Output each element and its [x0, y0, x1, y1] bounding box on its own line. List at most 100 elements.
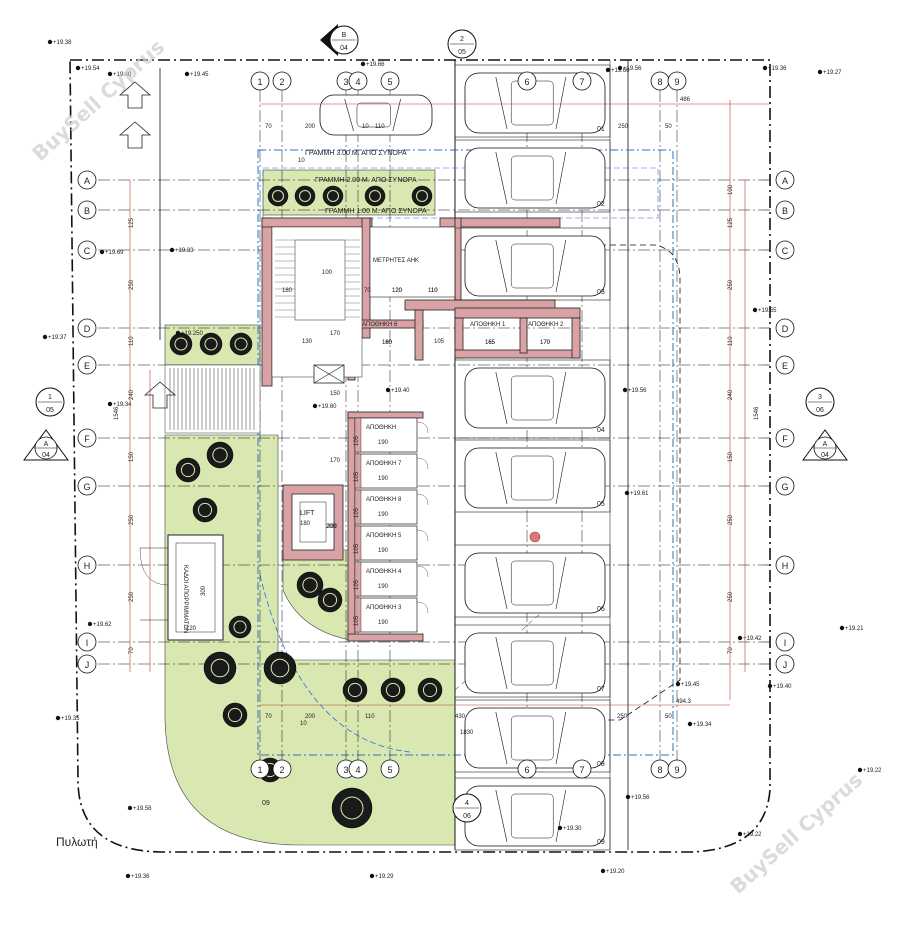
level-value: +19.61: [630, 491, 649, 497]
parking-number: 05: [597, 501, 605, 508]
car-windshield: [495, 76, 508, 130]
parking-bay: [454, 64, 611, 138]
grid-number-7: 7: [579, 765, 584, 775]
building-core: [261, 217, 581, 642]
left-dim: 150: [129, 451, 135, 462]
entry-ramp: [164, 364, 261, 434]
car-windshield: [495, 711, 508, 765]
parking-number: 01: [597, 126, 605, 133]
drain-marker: [529, 531, 541, 543]
door-swing: [416, 601, 429, 614]
grid-bubble-1: [250, 71, 270, 91]
tree-canopy-ring: [385, 682, 401, 698]
section-top: 4: [465, 800, 469, 807]
car-body: [464, 707, 606, 769]
lift-depth: 200: [327, 524, 338, 530]
inner-dim: 200: [326, 524, 337, 530]
bins-label: ΚΑΔΟΙ ΑΠΟΡΡΙΜΜΑΤΩΝ: [182, 565, 188, 633]
storage-wall: [354, 489, 362, 525]
section-top: B: [342, 32, 347, 39]
car-body: [464, 447, 606, 509]
car-body: [319, 94, 433, 136]
grid-letter-H: H: [782, 561, 789, 571]
level-value: +19.36: [131, 874, 150, 880]
plan-title: Πυλωτή: [56, 835, 98, 849]
storage-depth: 105: [354, 543, 360, 554]
grid-number-4: 4: [355, 77, 360, 87]
level-value: +19.35: [61, 716, 80, 722]
grid-bubble-2: [272, 71, 292, 91]
section-bottom: 06: [463, 813, 471, 820]
parking-number: 03: [597, 289, 605, 296]
tree-canopy-ring: [233, 620, 247, 634]
ramp-area: [164, 364, 261, 434]
storage-2-label: ΑΠΟΘΗΚΗ 2: [528, 322, 564, 328]
grid-letter-I: I: [784, 638, 787, 648]
grid-bubble-J: [775, 654, 795, 674]
level-dot: [605, 67, 611, 73]
storage-width: 190: [378, 584, 389, 590]
tree-canopy-ring: [327, 190, 339, 202]
direction-arrows: [118, 81, 177, 409]
grid-bubble-E: [775, 355, 795, 375]
grid-bubble-4: [348, 759, 368, 779]
bottom-dim: 1830: [460, 730, 474, 736]
grid-letter-C: C: [84, 246, 91, 256]
right-dim: 125: [728, 217, 734, 228]
top-dim: 70: [265, 124, 272, 130]
level-dot: [675, 681, 681, 687]
grid-bubble-1: [250, 759, 270, 779]
car-roof: [356, 102, 391, 128]
grid-bubble-A: [77, 170, 97, 190]
level-value: +19.60: [611, 68, 630, 74]
storage-width: 190: [378, 476, 389, 482]
tree-canopy-ring: [197, 502, 213, 518]
car-windshield: [495, 556, 508, 610]
tree: [203, 651, 237, 685]
left-dim: 110: [129, 336, 135, 346]
total-height-dim-right: 1546: [754, 406, 760, 420]
door-swing: [416, 565, 429, 578]
car-windshield: [495, 451, 508, 505]
tree: [322, 185, 344, 207]
inner-dim: 100: [322, 270, 333, 276]
inner-dim: 160: [382, 340, 393, 346]
tree: [296, 571, 324, 599]
grid-letter-A: A: [84, 176, 90, 186]
level-dot: [87, 621, 93, 627]
level-value: +19.27: [823, 70, 842, 76]
setback-label-2m: ΓΡΑΜΜΗ 2.00 Μ. ΑΠΟ ΣΥΝΟΡΑ: [315, 177, 417, 184]
storage-wall: [354, 453, 362, 489]
tree: [364, 185, 386, 207]
grid-bubble-I: [775, 632, 795, 652]
grid-letter-E: E: [84, 361, 90, 371]
level-dot: [125, 873, 131, 879]
level-dot: [752, 307, 758, 313]
watermark-top: BuySell Cyprus: [27, 35, 169, 166]
tree: [411, 185, 433, 207]
bottom-dim: 70: [265, 714, 272, 720]
grid-letter-E: E: [782, 361, 788, 371]
grid-letter-B: B: [84, 206, 90, 216]
parking-number: 09: [597, 839, 605, 846]
level-dot: [737, 831, 743, 837]
section-bottom: 05: [458, 49, 466, 56]
tree-canopy-ring: [416, 190, 428, 202]
storage-1-width: 165: [485, 340, 496, 346]
trees: [169, 185, 443, 829]
dimensions: 1001252501102401502502507012525011024015…: [114, 97, 760, 736]
storage-cell: [354, 453, 418, 489]
level-dot: [622, 387, 628, 393]
car-rear-window: [555, 371, 567, 425]
grid-bubble-7: [572, 71, 592, 91]
grid-number-8: 8: [657, 77, 662, 87]
inner-dim: 105: [434, 339, 445, 345]
grid-bubble-A: [775, 170, 795, 190]
tree: [222, 702, 248, 728]
left-parking-number: 09: [262, 800, 270, 807]
storage-width: 190: [378, 620, 389, 626]
level-dot: [175, 330, 181, 336]
inner-dim: 10: [298, 158, 305, 164]
car-rear-window: [555, 711, 567, 765]
section-bottom: 05: [46, 407, 54, 414]
